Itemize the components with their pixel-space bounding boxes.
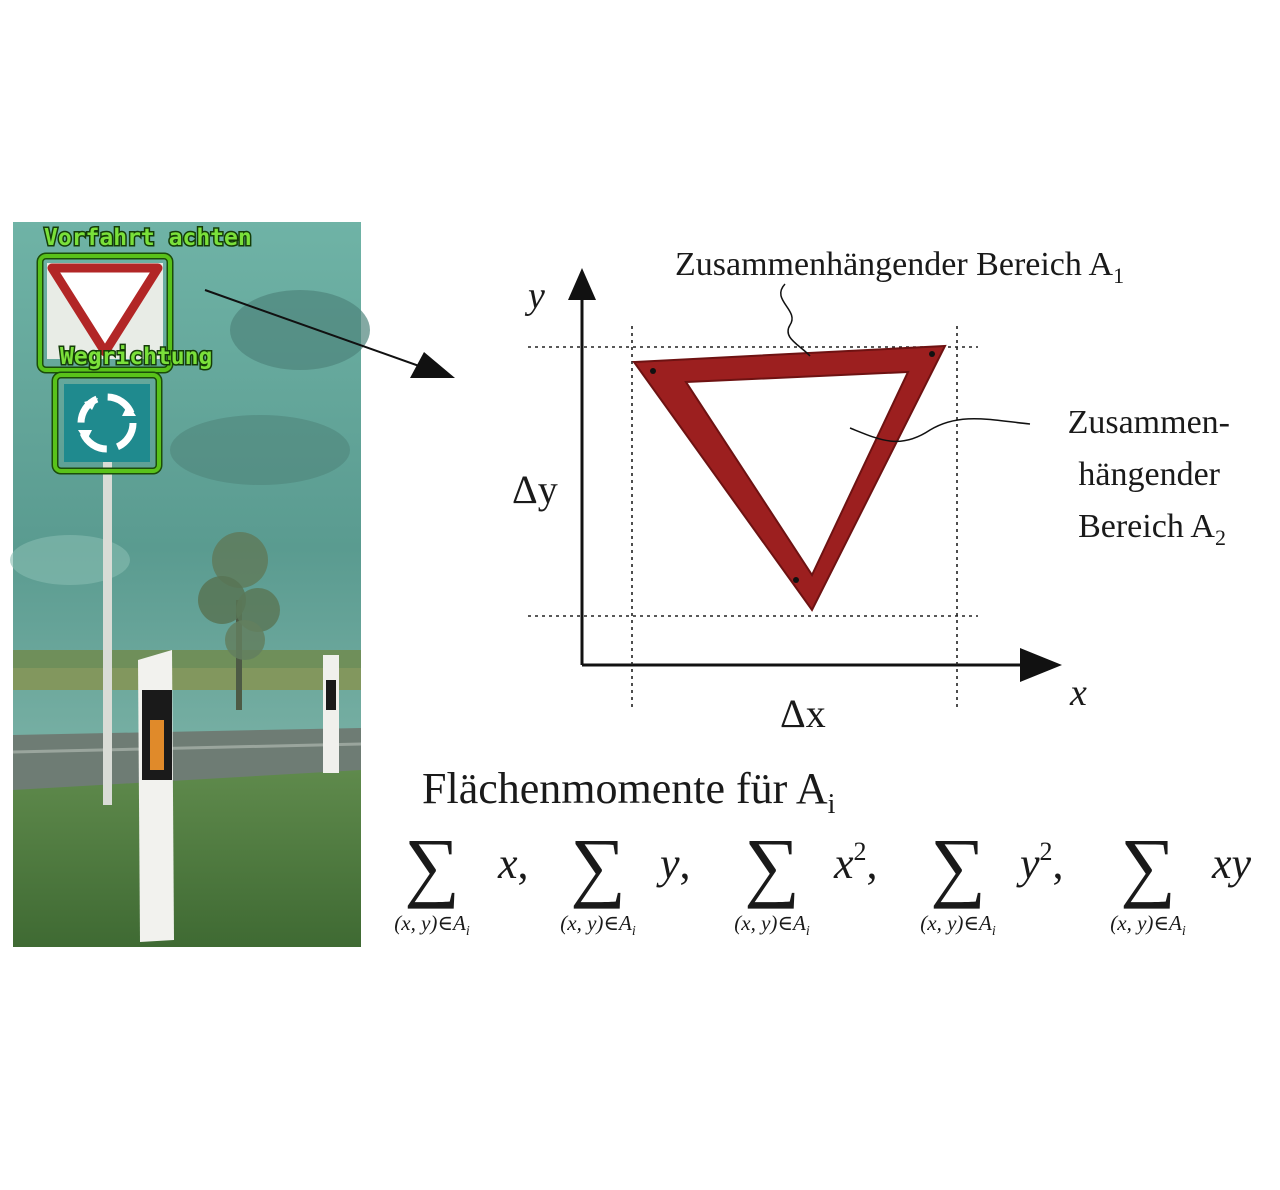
leader-line-a1 [779, 283, 811, 357]
pointer-arrow-head [410, 352, 455, 378]
sum-index-1: (x, y)∈Ai [394, 911, 470, 939]
sum-symbol-5: ∑ [1120, 822, 1176, 909]
delta-x-label: Δx [780, 691, 826, 736]
delta-y-label: Δy [512, 467, 558, 512]
sum-symbol-3: ∑ [744, 822, 800, 909]
label-region-a1: Zusammenhängender Bereich A1 [675, 246, 1124, 288]
sum-term-2: y, [656, 839, 691, 888]
sum-index-4: (x, y)∈Ai [920, 911, 996, 939]
sum-term-3: x2, [833, 837, 878, 888]
detection-label-yield: Vorfahrt achten [44, 225, 252, 251]
sign-pole [103, 460, 112, 805]
sum-term-4: y2, [1016, 837, 1064, 888]
pointer-arrow-line [204, 289, 451, 378]
delineator-post-small [323, 655, 339, 773]
sum-symbol-1: ∑ [404, 822, 460, 909]
sum-term-1: x, [497, 839, 529, 888]
sum-index-5: (x, y)∈Ai [1110, 911, 1186, 939]
leader-line-a2 [849, 418, 1031, 443]
label-region-a2-line2: hängender [1078, 456, 1220, 493]
tree [198, 532, 280, 710]
label-region-a2-line3: Bereich A2 [1078, 508, 1226, 550]
sum-index-2: (x, y)∈Ai [560, 911, 636, 939]
sign-region-a1 [632, 344, 947, 612]
delineator-post-large [138, 650, 174, 942]
x-axis-label: x [1069, 672, 1087, 714]
x-axis-arrow [1020, 648, 1062, 682]
sum-term-5: xy [1211, 839, 1252, 888]
y-axis-arrow [568, 268, 596, 300]
moments-formula: ∑(x, y)∈Aix,∑(x, y)∈Aiy,∑(x, y)∈Aix2,∑(x… [394, 822, 1251, 939]
area-moments-block: Flächenmomente für Ai ∑(x, y)∈Aix,∑(x, y… [394, 764, 1251, 939]
sum-symbol-4: ∑ [930, 822, 986, 909]
grass [13, 770, 361, 947]
label-region-a2-line1: Zusammen- [1068, 404, 1230, 441]
road-photo: Vorfahrt achten Wegrichtung [10, 222, 370, 947]
roundabout-sign-detection [51, 371, 163, 475]
bounding-box-diagram: Zusammenhängender Bereich A1 Zusammen- h… [512, 246, 1230, 736]
yield-sign-icon [47, 263, 163, 357]
detection-label-roundabout: Wegrichtung [60, 344, 212, 370]
roundabout-sign-icon [64, 384, 150, 462]
moments-title: Flächenmomente für Ai [422, 764, 836, 820]
y-axis-label: y [524, 275, 545, 317]
sum-index-3: (x, y)∈Ai [734, 911, 810, 939]
sum-symbol-2: ∑ [570, 822, 626, 909]
yield-sign-detection [36, 252, 174, 374]
